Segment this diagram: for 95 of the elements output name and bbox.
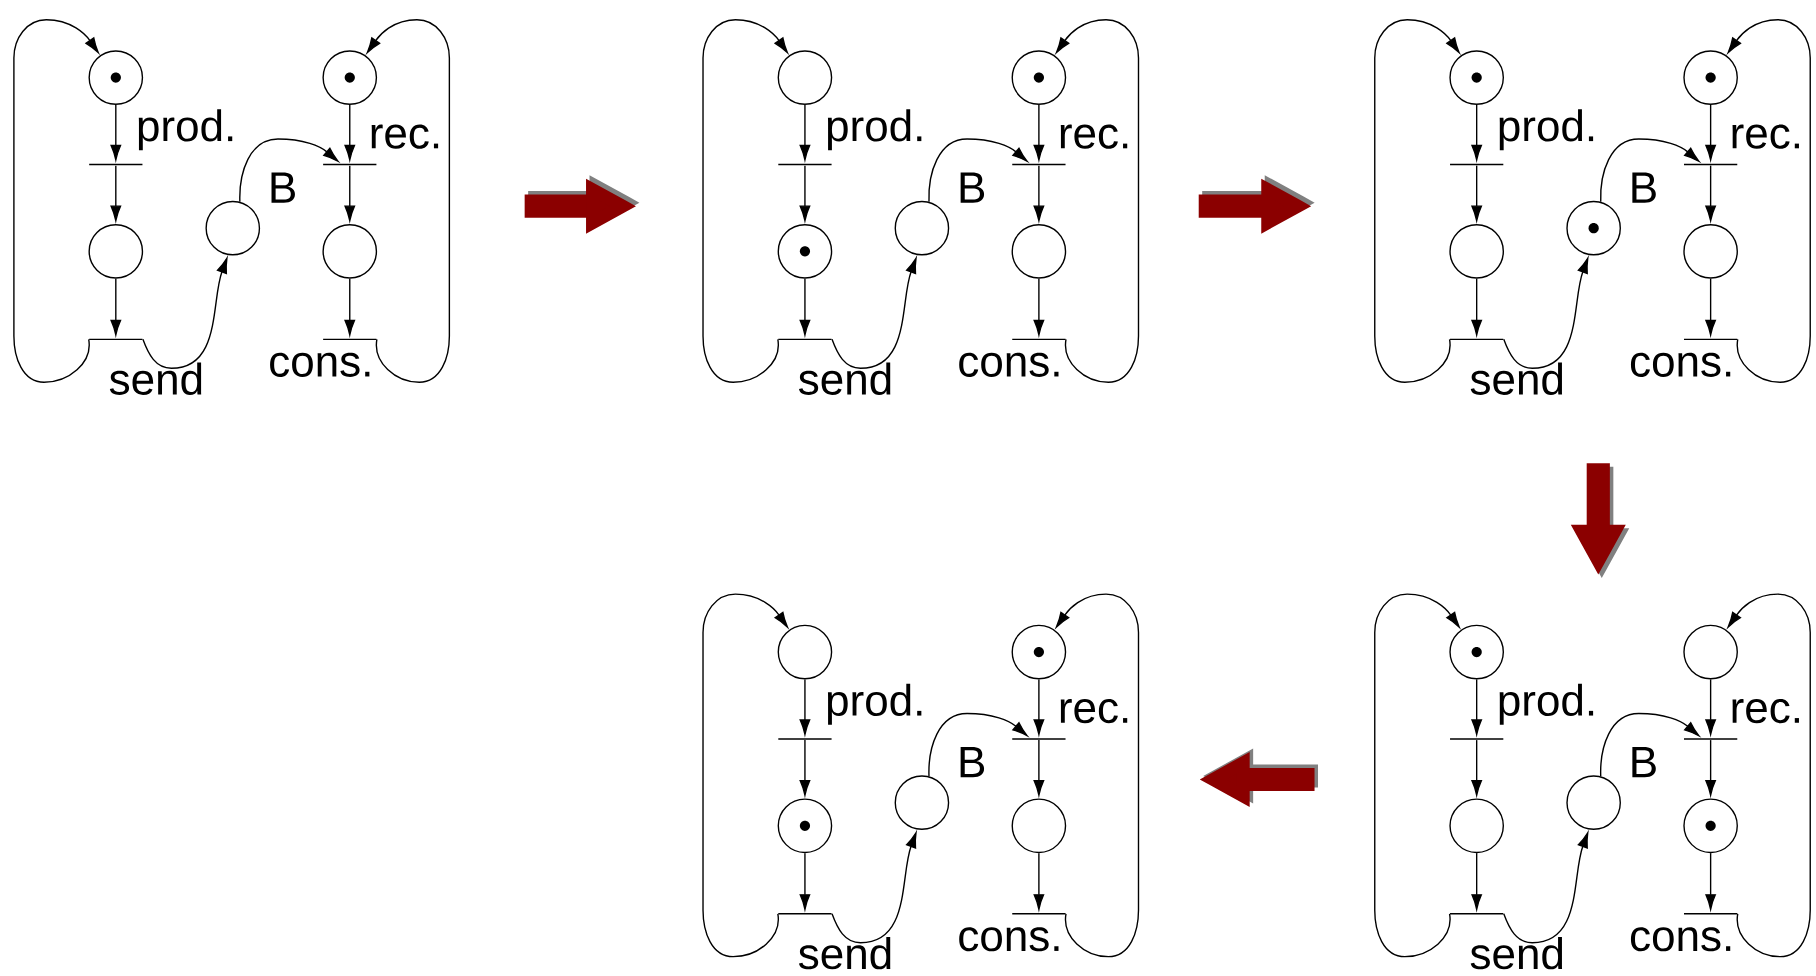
arc-arrow bbox=[110, 104, 122, 161]
arc-arrow bbox=[1033, 678, 1045, 735]
arc-arrow bbox=[1727, 18, 1811, 383]
arc-arrow bbox=[1503, 257, 1589, 369]
arc-arrow bbox=[13, 18, 99, 383]
node-label: send bbox=[799, 936, 891, 970]
arc-arrow bbox=[1600, 712, 1700, 777]
node-label: B bbox=[271, 172, 295, 203]
place-circle bbox=[1449, 50, 1504, 105]
arc-arrow bbox=[831, 257, 917, 369]
node-label: rec. bbox=[1060, 124, 1128, 149]
node-label: B bbox=[960, 172, 985, 203]
node-label: rec. bbox=[1732, 698, 1799, 723]
place-circle bbox=[1011, 624, 1067, 680]
arc-arrow bbox=[799, 852, 811, 910]
arc-arrow bbox=[1033, 104, 1045, 161]
node-label: rec. bbox=[1732, 124, 1799, 149]
arc-arrow bbox=[1374, 18, 1460, 383]
place-circle bbox=[777, 50, 833, 105]
node-label: send bbox=[1470, 936, 1563, 970]
arc-arrow bbox=[1055, 593, 1140, 958]
place-circle bbox=[88, 50, 144, 105]
node-label: cons. bbox=[270, 352, 370, 377]
arc-arrow bbox=[799, 164, 811, 222]
place-circle bbox=[1683, 798, 1738, 853]
node-label: prod. bbox=[138, 109, 233, 151]
place-circle bbox=[1011, 798, 1067, 853]
arc-arrow bbox=[1471, 164, 1483, 222]
node-label: send bbox=[109, 362, 202, 395]
place-circle bbox=[1683, 624, 1738, 680]
arc-arrow bbox=[110, 277, 122, 336]
arc-arrow bbox=[1727, 593, 1811, 958]
place-circle bbox=[1011, 50, 1067, 105]
node-label: prod. bbox=[827, 683, 922, 725]
node-label: B bbox=[960, 746, 985, 778]
node-label: rec. bbox=[371, 124, 439, 149]
arc-arrow bbox=[1705, 852, 1716, 910]
arc-arrow bbox=[366, 18, 451, 383]
node-label: B bbox=[1632, 172, 1656, 203]
arc-arrow bbox=[831, 831, 917, 944]
node-label: prod. bbox=[827, 109, 922, 151]
node-label: prod. bbox=[1499, 109, 1594, 151]
arc-arrow bbox=[1374, 593, 1460, 958]
arc-arrow bbox=[1503, 831, 1589, 944]
arc-arrow bbox=[799, 277, 811, 336]
arc-arrow bbox=[1705, 104, 1716, 161]
node-label: B bbox=[1632, 746, 1656, 778]
arc-arrow bbox=[1471, 678, 1483, 735]
place-circle bbox=[1449, 624, 1504, 680]
arc-arrow bbox=[1471, 277, 1483, 336]
place-circle bbox=[777, 798, 833, 853]
node-label: cons. bbox=[1630, 927, 1731, 952]
node-label: send bbox=[799, 362, 891, 395]
node-label: send bbox=[1470, 362, 1563, 395]
arc-arrow bbox=[1033, 739, 1045, 796]
place-circle bbox=[88, 223, 144, 279]
arc-arrow bbox=[1471, 739, 1483, 796]
arc-arrow bbox=[702, 18, 788, 383]
node-label: cons. bbox=[1630, 352, 1731, 377]
place-circle bbox=[1683, 223, 1738, 279]
arc-arrow bbox=[1033, 164, 1045, 222]
place-circle bbox=[777, 624, 833, 680]
arc-arrow bbox=[928, 712, 1028, 777]
arc-arrow bbox=[799, 739, 811, 796]
place-circle bbox=[1683, 50, 1738, 105]
arc-arrow bbox=[344, 104, 356, 161]
arc-arrow bbox=[799, 678, 811, 735]
arc-arrow bbox=[110, 164, 122, 222]
arc-arrow bbox=[799, 104, 811, 161]
node-label: prod. bbox=[1499, 683, 1594, 725]
arc-arrow bbox=[1055, 18, 1140, 383]
place-circle bbox=[1449, 798, 1504, 853]
arc-arrow bbox=[1471, 852, 1483, 910]
arc-arrow bbox=[1705, 277, 1716, 336]
arc-arrow bbox=[142, 257, 228, 369]
arc-arrow bbox=[928, 138, 1028, 203]
arc-arrow bbox=[1033, 852, 1045, 910]
node-label: cons. bbox=[959, 352, 1059, 377]
arc-arrow bbox=[1705, 739, 1716, 796]
arc-arrow bbox=[239, 138, 339, 203]
node-label: cons. bbox=[959, 927, 1059, 952]
arc-arrow bbox=[1033, 277, 1045, 336]
arc-arrow bbox=[344, 164, 356, 222]
place-circle bbox=[777, 223, 833, 279]
place-circle bbox=[1449, 223, 1504, 279]
node-label: rec. bbox=[1060, 698, 1128, 723]
arc-arrow bbox=[702, 593, 788, 958]
arc-arrow bbox=[1705, 678, 1716, 735]
arc-arrow bbox=[1600, 138, 1700, 203]
arc-arrow bbox=[344, 277, 356, 336]
arc-arrow bbox=[1471, 104, 1483, 161]
place-circle bbox=[1011, 223, 1067, 279]
place-circle bbox=[322, 223, 378, 279]
arc-arrow bbox=[1705, 164, 1716, 222]
place-circle bbox=[322, 50, 378, 105]
